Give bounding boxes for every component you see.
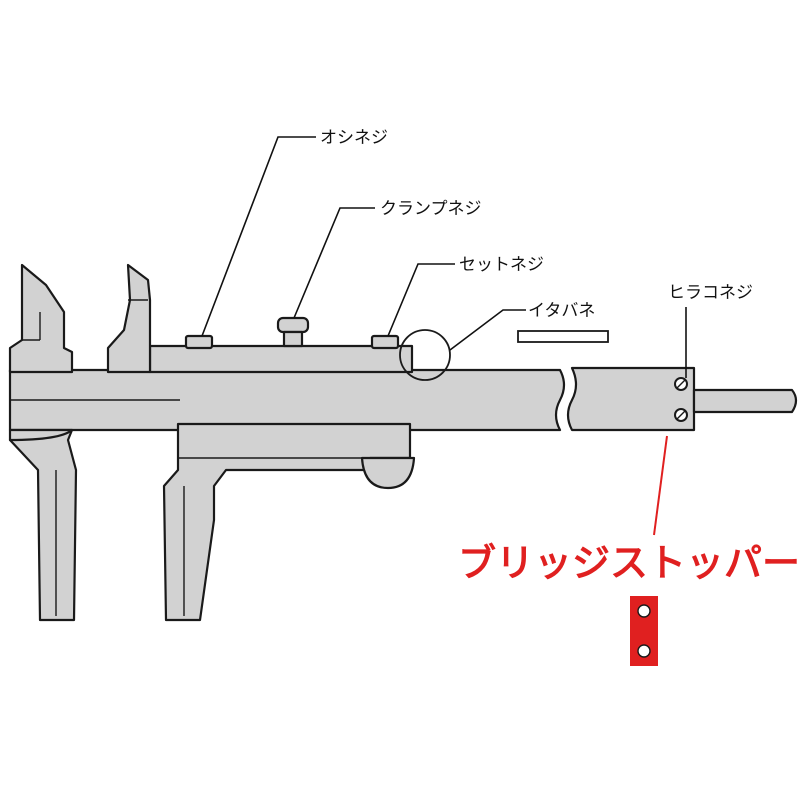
slider — [106, 263, 416, 622]
set-neji-leader — [387, 263, 455, 337]
clamp-screw — [276, 316, 310, 348]
label-oshi-neji: オシネジ — [320, 128, 388, 148]
plate-spring-callout-circle — [399, 329, 451, 381]
fixed-jaw — [8, 263, 78, 622]
depth-rod — [692, 388, 798, 414]
oshi-neji-leader — [201, 136, 316, 337]
oshi-screw — [184, 334, 214, 350]
plate-spring-icon — [517, 330, 609, 343]
main-beam — [8, 366, 696, 432]
bridge-stopper-leader — [653, 435, 668, 536]
bridge-stopper-icon — [630, 596, 658, 666]
clamp-neji-leader — [293, 207, 375, 319]
label-set-neji: セットネジ — [459, 255, 544, 275]
label-clamp-neji: クランプネジ — [380, 199, 482, 219]
set-screw — [370, 334, 400, 350]
label-hirako-neji: ヒラコネジ — [668, 283, 753, 303]
ita-bane-leader — [449, 309, 526, 351]
label-bridge-stopper: ブリッジストッパー — [458, 541, 800, 585]
label-ita-bane: イタバネ — [528, 301, 595, 321]
hirako-screws — [674, 377, 688, 422]
